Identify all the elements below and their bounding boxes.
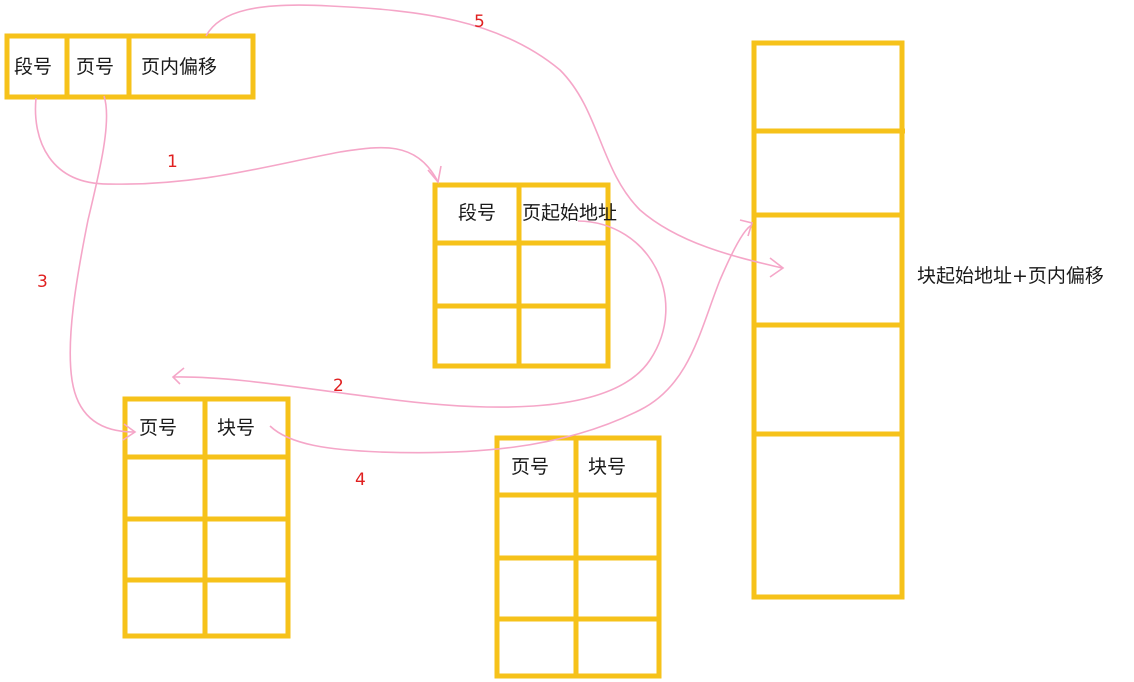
memory-box bbox=[751, 40, 905, 600]
step-label-5: 5 bbox=[474, 12, 485, 32]
step-label-3: 3 bbox=[37, 272, 48, 292]
page-table-2: 页号 块号 bbox=[494, 435, 662, 679]
arrow-2 bbox=[173, 220, 667, 408]
arrow-1 bbox=[34, 97, 438, 185]
step-labels: 1 2 3 4 5 bbox=[37, 12, 485, 490]
page-table-1: 页号 块号 bbox=[122, 396, 291, 639]
address-page-no: 页号 bbox=[76, 56, 114, 78]
page-table-2-header-page-no: 页号 bbox=[511, 456, 549, 478]
arrow-5-head bbox=[769, 257, 785, 278]
page-table-1-header-page-no: 页号 bbox=[139, 417, 177, 439]
step-label-2: 2 bbox=[333, 376, 344, 396]
segment-table: 段号 页起始地址 bbox=[432, 182, 617, 369]
arrow-3-head bbox=[122, 423, 137, 441]
address-segment-no: 段号 bbox=[14, 56, 52, 78]
arrow-2-head bbox=[171, 367, 185, 385]
address-page-offset: 页内偏移 bbox=[141, 56, 217, 78]
segment-table-header-page-start: 页起始地址 bbox=[522, 202, 617, 224]
logical-address: 段号 页号 页内偏移 bbox=[4, 33, 256, 100]
page-table-1-header-block-no: 块号 bbox=[217, 417, 255, 439]
segment-table-header-segment-no: 段号 bbox=[458, 202, 496, 224]
arrow-3 bbox=[69, 95, 135, 433]
step-label-4: 4 bbox=[355, 470, 366, 490]
arrows bbox=[34, 4, 785, 454]
arrow-4 bbox=[269, 224, 753, 454]
arrow-4-head bbox=[739, 219, 754, 237]
step-label-1: 1 bbox=[167, 152, 178, 172]
page-table-2-header-block-no: 块号 bbox=[588, 456, 626, 478]
physical-memory bbox=[751, 40, 905, 600]
arrow-1-head bbox=[427, 165, 442, 184]
physical-address-label: 块起始地址+页内偏移 bbox=[917, 265, 1104, 287]
arrow-5 bbox=[205, 4, 783, 269]
